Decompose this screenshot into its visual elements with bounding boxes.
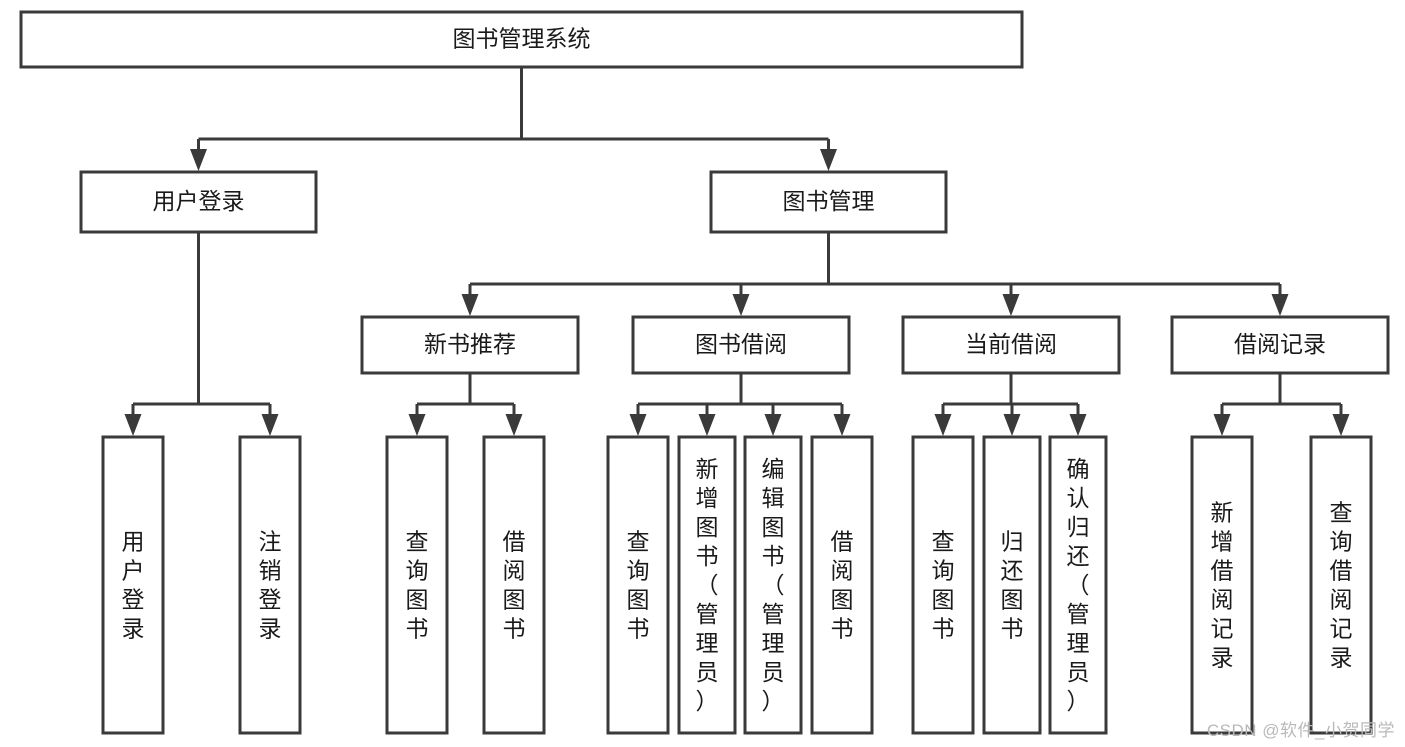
arrow-head-icon — [505, 414, 523, 436]
node-box[interactable] — [1170, 315, 1390, 375]
node-box[interactable] — [743, 435, 803, 735]
node-label: 新增借阅记录 — [1211, 500, 1234, 671]
connector-group-l3a — [408, 373, 523, 436]
node-label: 当前借阅 — [965, 331, 1057, 357]
node-label: 编辑图书（管理员） — [762, 456, 785, 714]
connector-group-l3b — [629, 373, 851, 436]
arrow-head-icon — [261, 414, 279, 436]
node-box[interactable] — [1190, 435, 1254, 735]
node-box[interactable] — [385, 435, 449, 735]
node-f8[interactable]: 借阅图书 — [810, 435, 874, 735]
node-l3b[interactable]: 图书借阅 — [631, 315, 851, 375]
node-label: 查询图书 — [406, 529, 429, 642]
arrow-head-icon — [1271, 294, 1289, 316]
node-label: 图书管理系统 — [453, 26, 591, 52]
arrow-head-icon — [934, 414, 952, 436]
connector-group-l3c — [934, 373, 1087, 436]
node-box[interactable] — [79, 170, 318, 234]
node-box[interactable] — [677, 435, 737, 735]
arrow-head-icon — [764, 414, 782, 436]
node-box[interactable] — [631, 315, 851, 375]
node-l3d[interactable]: 借阅记录 — [1170, 315, 1390, 375]
arrow-head-icon — [408, 414, 426, 436]
node-box[interactable] — [238, 435, 302, 735]
node-box[interactable] — [1048, 435, 1108, 735]
connector-group-l3d — [1213, 373, 1350, 436]
node-label: 查询借阅记录 — [1330, 500, 1353, 671]
node-l3c[interactable]: 当前借阅 — [901, 315, 1121, 375]
node-root[interactable]: 图书管理系统 — [19, 10, 1024, 69]
arrow-head-icon — [124, 414, 142, 436]
connector-layer — [124, 67, 1350, 436]
arrow-head-icon — [732, 294, 750, 316]
node-f3[interactable]: 查询图书 — [385, 435, 449, 735]
node-label: 借阅图书 — [831, 529, 854, 642]
node-label: 图书管理 — [783, 188, 875, 214]
node-box[interactable] — [810, 435, 874, 735]
node-label: 借阅记录 — [1234, 331, 1326, 357]
node-l2a[interactable]: 用户登录 — [79, 170, 318, 234]
node-f4[interactable]: 借阅图书 — [482, 435, 546, 735]
node-l2b[interactable]: 图书管理 — [709, 170, 948, 234]
node-box[interactable] — [709, 170, 948, 234]
arrow-head-icon — [461, 294, 479, 316]
node-label: 归还图书 — [1001, 529, 1024, 642]
node-label: 查询图书 — [627, 529, 650, 642]
node-f2[interactable]: 注销登录 — [238, 435, 302, 735]
connector-group-root — [190, 67, 837, 171]
node-f12[interactable]: 新增借阅记录 — [1190, 435, 1254, 735]
node-box[interactable] — [606, 435, 670, 735]
node-label: 新增图书（管理员） — [696, 456, 719, 714]
node-label: 新书推荐 — [424, 331, 516, 357]
node-label: 注销登录 — [259, 529, 282, 642]
arrow-head-icon — [1069, 414, 1087, 436]
connector-group-l2b — [461, 232, 1289, 316]
node-label: 用户登录 — [153, 188, 245, 214]
arrow-head-icon — [698, 414, 716, 436]
node-label: 图书借阅 — [695, 331, 787, 357]
node-label: 用户登录 — [122, 529, 145, 642]
arrow-head-icon — [1213, 414, 1231, 436]
node-box[interactable] — [901, 315, 1121, 375]
node-box[interactable] — [101, 435, 165, 735]
node-f7[interactable]: 编辑图书（管理员） — [743, 435, 803, 735]
node-box[interactable] — [982, 435, 1042, 735]
node-l3a[interactable]: 新书推荐 — [360, 315, 580, 375]
connector-group-l2a — [124, 232, 279, 436]
node-f9[interactable]: 查询图书 — [911, 435, 975, 735]
arrow-head-icon — [1002, 294, 1020, 316]
node-label: 查询图书 — [932, 529, 955, 642]
node-f10[interactable]: 归还图书 — [982, 435, 1042, 735]
node-box[interactable] — [482, 435, 546, 735]
node-box[interactable] — [1309, 435, 1373, 735]
arrow-head-icon — [629, 414, 647, 436]
arrow-head-icon — [1003, 414, 1021, 436]
node-f11[interactable]: 确认归还（管理员） — [1048, 435, 1108, 735]
arrow-head-icon — [190, 149, 207, 171]
node-label: 确认归还（管理员） — [1067, 456, 1090, 714]
arrow-head-icon — [820, 149, 837, 171]
node-layer: 图书管理系统用户登录图书管理新书推荐图书借阅当前借阅借阅记录用户登录注销登录查询… — [19, 10, 1390, 735]
arrow-head-icon — [1332, 414, 1350, 436]
node-box[interactable] — [19, 10, 1024, 69]
node-f6[interactable]: 新增图书（管理员） — [677, 435, 737, 735]
node-box[interactable] — [911, 435, 975, 735]
node-f5[interactable]: 查询图书 — [606, 435, 670, 735]
node-f13[interactable]: 查询借阅记录 — [1309, 435, 1373, 735]
node-box[interactable] — [360, 315, 580, 375]
arrow-head-icon — [833, 414, 851, 436]
node-f1[interactable]: 用户登录 — [101, 435, 165, 735]
node-label: 借阅图书 — [503, 529, 526, 642]
